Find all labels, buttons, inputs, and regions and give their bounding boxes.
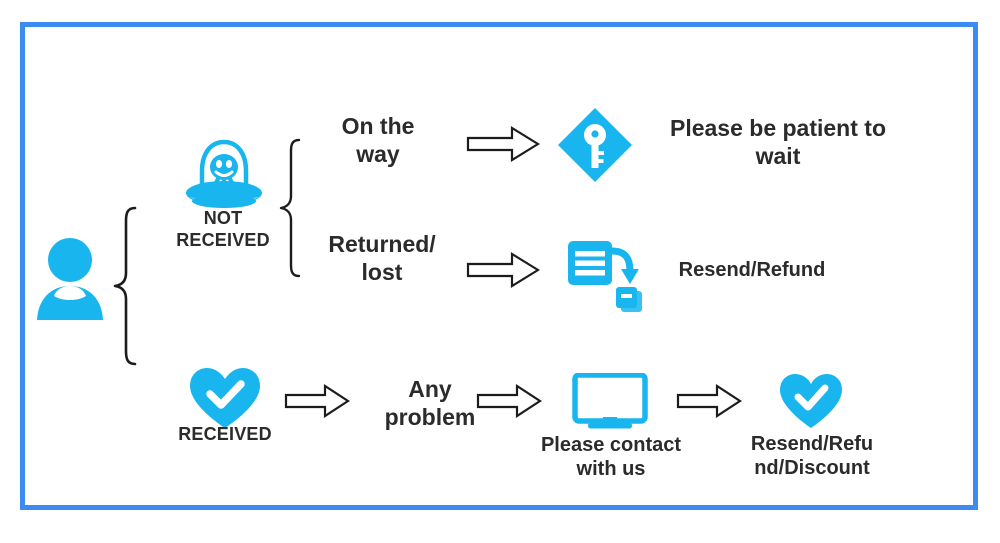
resend-refund-discount-label: Resend/Refu nd/Discount <box>750 433 874 480</box>
contact-us-label: Please contact with us <box>540 434 682 481</box>
key-diamond-icon <box>556 106 634 184</box>
heart-check-icon-outcome <box>778 372 844 430</box>
arrow-on-the-way <box>466 126 540 162</box>
arrow-contact <box>676 384 742 418</box>
brace-customer <box>112 205 138 367</box>
returned-lost-label: Returned/ lost <box>328 231 436 286</box>
any-problem-label: Any problem <box>384 376 476 431</box>
heart-check-icon <box>188 366 262 430</box>
not-received-label: NOT RECEIVED <box>176 208 270 250</box>
monitor-icon <box>572 373 648 431</box>
received-label: RECEIVED <box>178 424 272 444</box>
be-patient-label: Please be patient to wait <box>669 115 886 170</box>
arrow-returned-lost <box>466 252 540 288</box>
on-the-way-label: On the way <box>341 113 415 168</box>
document-refund-icon <box>566 239 646 315</box>
ufo-icon <box>184 131 264 213</box>
person-icon <box>36 236 104 320</box>
brace-not-received <box>278 137 302 279</box>
arrow-received <box>284 384 350 418</box>
arrow-any-problem <box>476 384 542 418</box>
resend-refund-label: Resend/Refund <box>678 259 826 281</box>
